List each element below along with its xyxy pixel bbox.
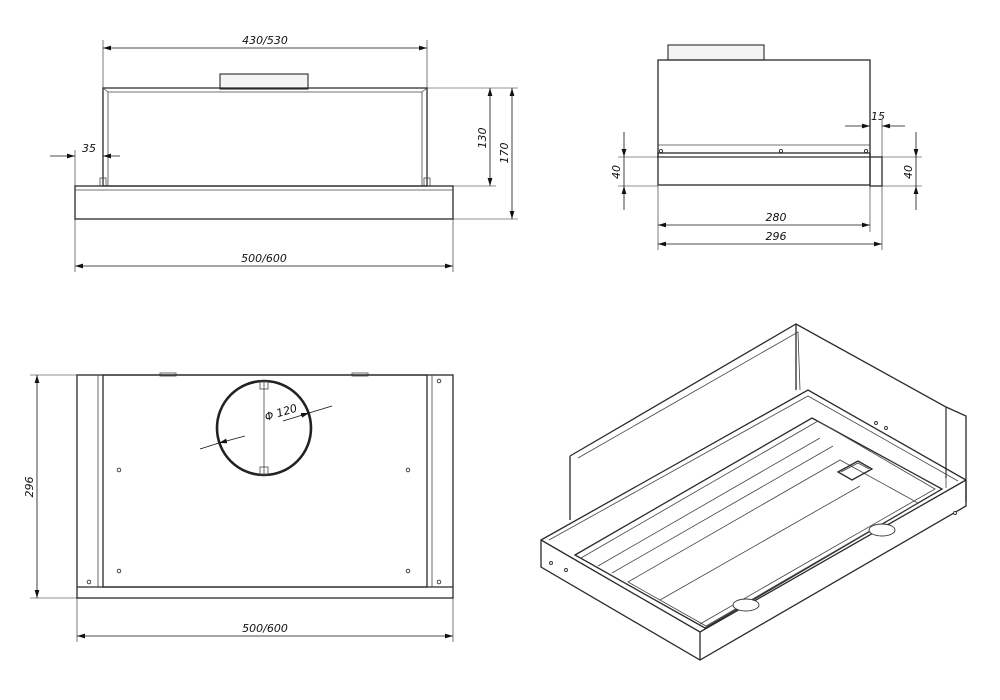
dim-height-body: 130: [476, 128, 489, 149]
dim-width-top: 430/530: [242, 34, 288, 47]
iso-tray: [540, 389, 967, 661]
side-view: 15 40 40 280 296: [610, 44, 922, 250]
dim-width-bottom: 500/600: [241, 252, 287, 265]
dim-offset-left: 35: [82, 142, 96, 155]
isometric-view: [540, 323, 967, 661]
side-front-lip: [869, 156, 883, 187]
iso-grip: [836, 460, 874, 481]
iso-lamp-2: [732, 598, 760, 612]
front-view: 430/530 500/600 35 130 170: [50, 34, 518, 272]
duct-collar-side: [667, 44, 765, 61]
iso-lamp-1: [868, 523, 896, 537]
hood-tray: [74, 185, 454, 220]
dim-top-depth: 296: [23, 477, 36, 498]
dim-height-total: 170: [498, 143, 511, 164]
body-inner-edge: [107, 91, 423, 186]
dim-height-left: 40: [610, 165, 623, 179]
hood-body: [102, 87, 428, 187]
side-body: [657, 59, 871, 186]
dim-line-duct-diameter: [199, 442, 220, 450]
top-body: [102, 374, 428, 588]
dim-depth-total: 296: [766, 230, 787, 243]
dim-depth-inner: 280: [766, 211, 787, 224]
dim-offset-top: 15: [871, 110, 885, 123]
top-view: Φ 120 296 500/600: [23, 372, 454, 642]
duct-collar: [219, 73, 309, 90]
iso-body-top: [569, 323, 947, 478]
dim-height-right: 40: [902, 165, 915, 179]
top-outline: [76, 374, 454, 599]
iso-opening: [573, 417, 944, 629]
dim-duct-diameter: Φ 120: [263, 402, 299, 424]
dim-top-width: 500/600: [242, 622, 288, 635]
